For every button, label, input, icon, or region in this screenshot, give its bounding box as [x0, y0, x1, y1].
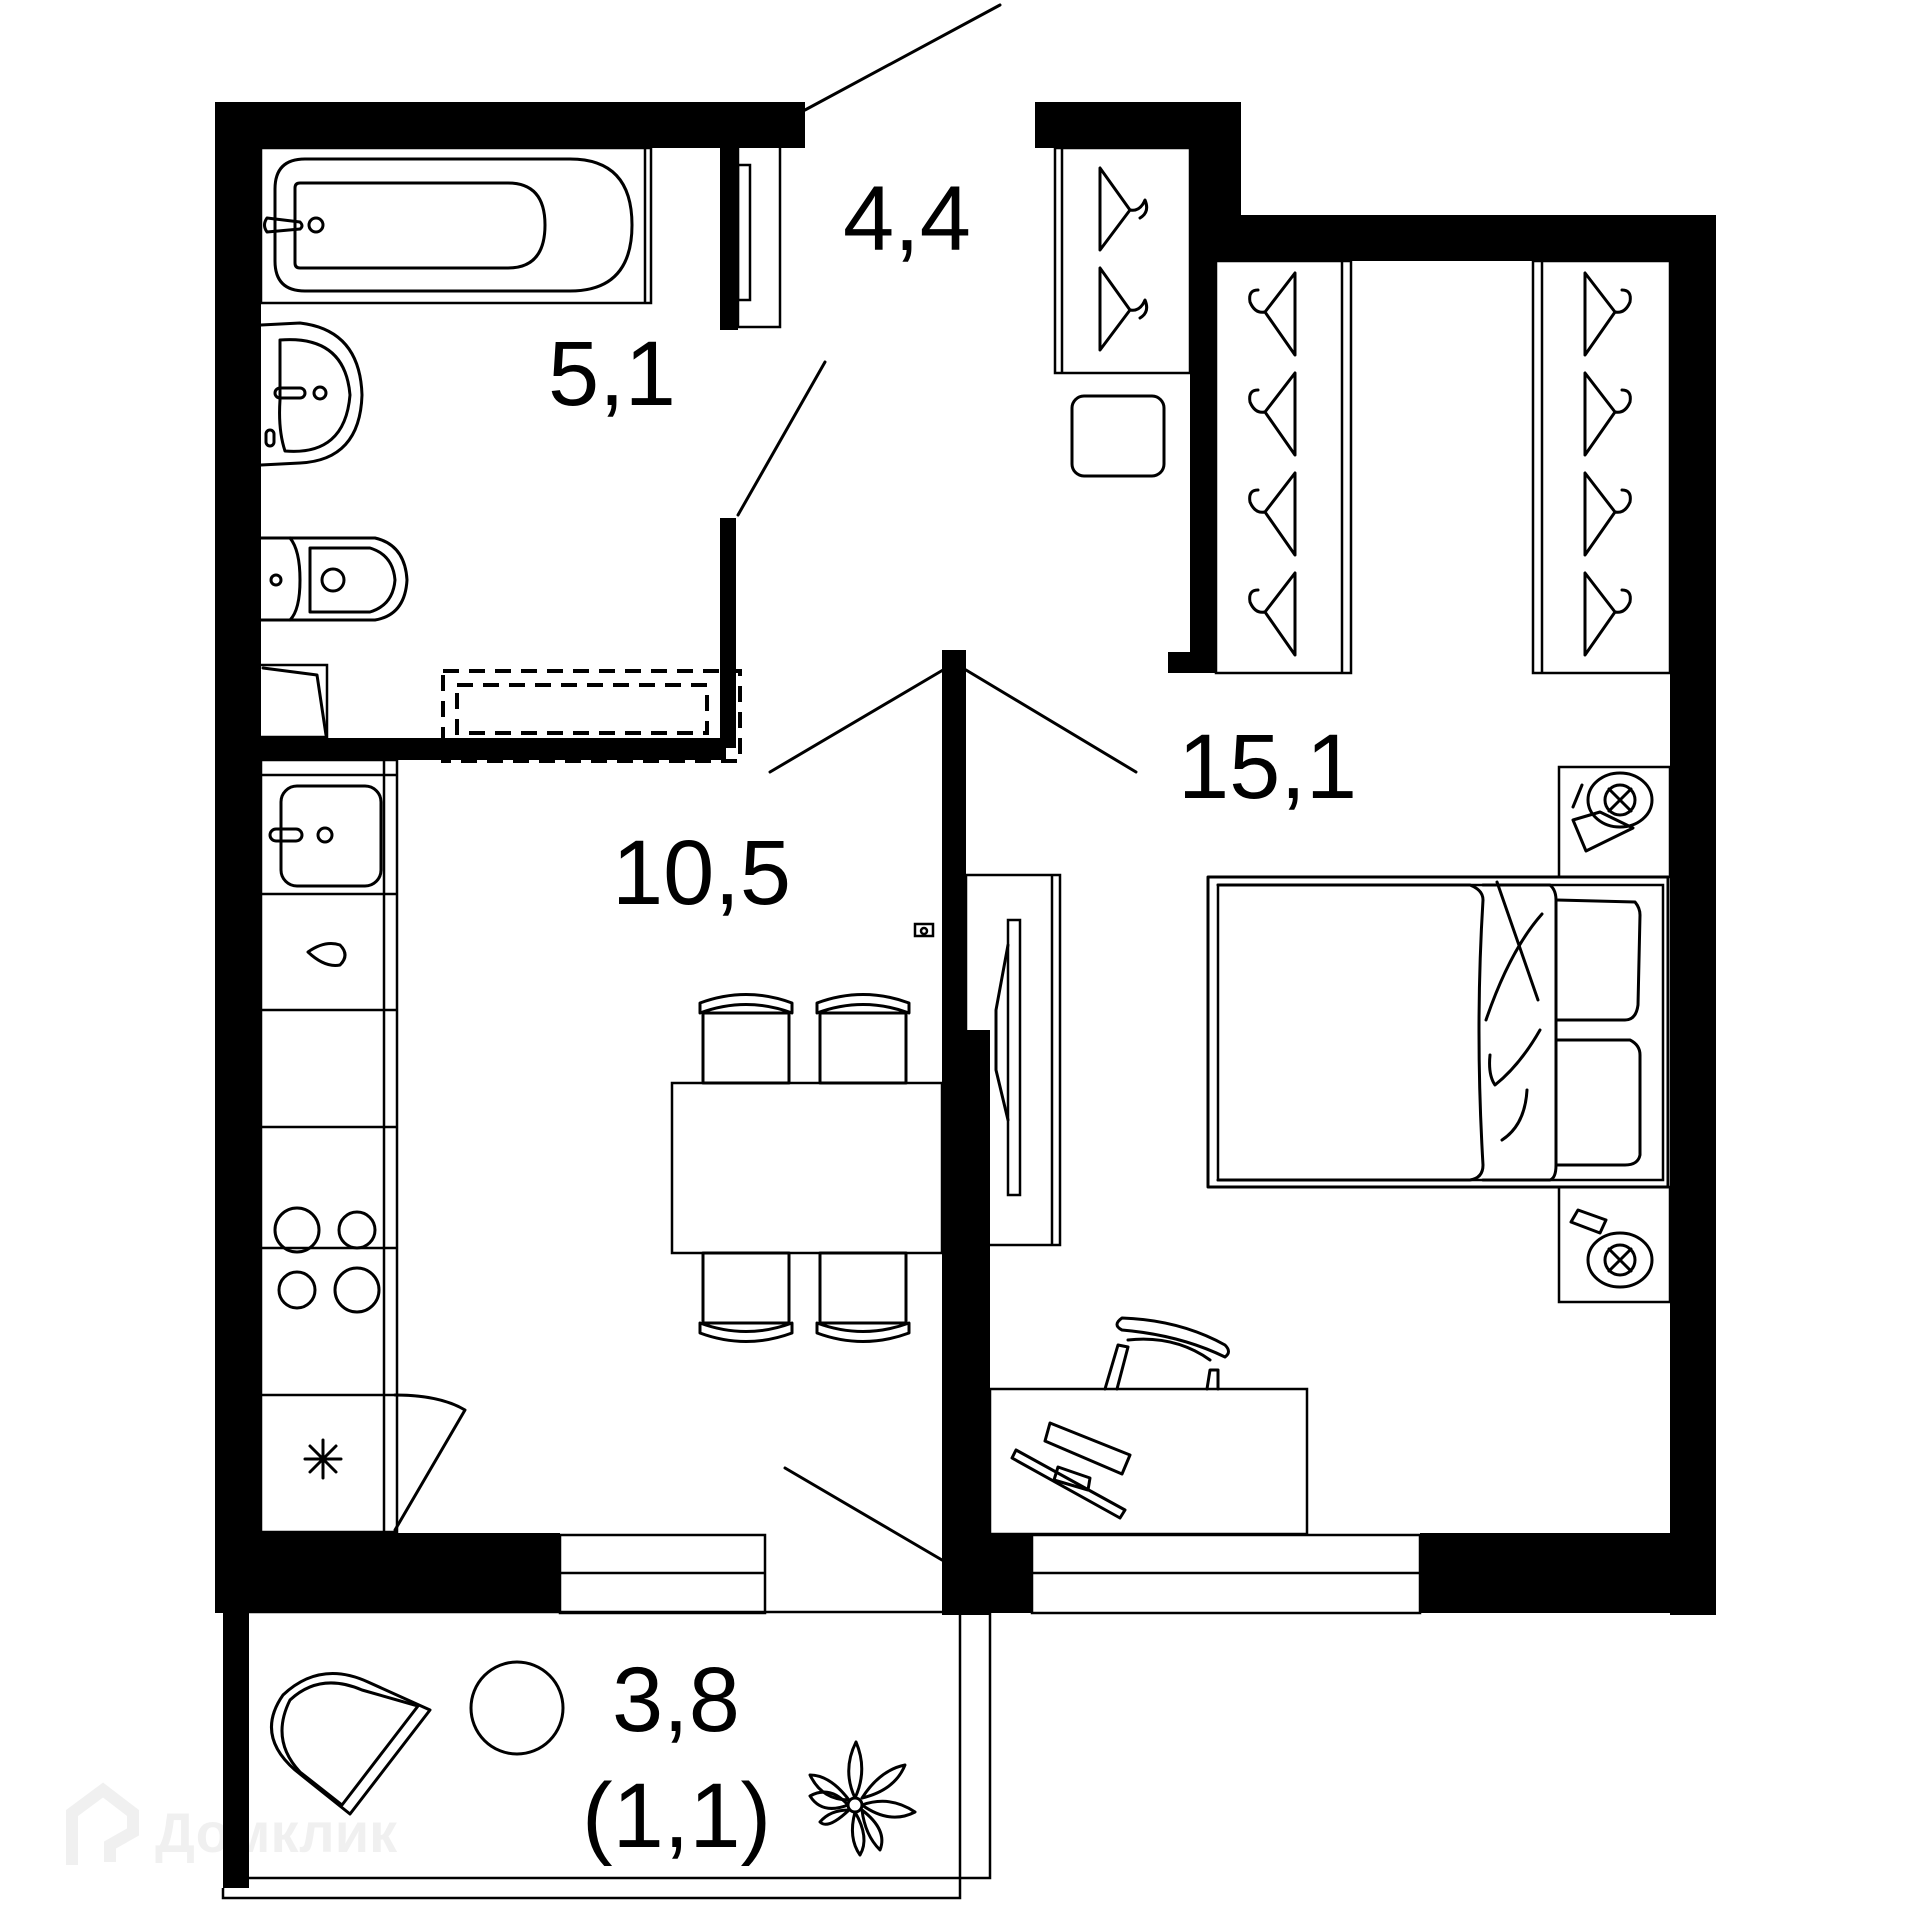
toilet-icon [259, 536, 409, 622]
hanger-icon [1098, 266, 1149, 352]
hanger-icon [1248, 471, 1297, 557]
washbasin-icon [259, 321, 364, 467]
area-labels: 4,4 5,1 10,5 15,1 3,8 (1,1) [548, 168, 1357, 1867]
hanger-icon [1098, 166, 1149, 252]
hanger-icon [1583, 371, 1632, 457]
kitchen [259, 758, 944, 1534]
hanger-icon [1583, 271, 1632, 357]
bedroom [964, 765, 1672, 1536]
nightstand-lamp-icon [1557, 765, 1672, 879]
balcony-reduced-area-label: (1,1) [582, 1765, 771, 1867]
nightstand-lamp-icon [1557, 1185, 1672, 1304]
kitchen-sink-icon [268, 784, 383, 888]
watermark-text: Домклик [155, 1801, 398, 1864]
balcony-area-label: 3,8 [612, 1649, 740, 1751]
chair-icon [698, 1251, 794, 1343]
chair-icon [815, 1251, 911, 1343]
stove-icon [273, 1206, 381, 1314]
hanger-icon [1583, 571, 1632, 657]
walls [215, 102, 1716, 1888]
hanger-icon [1583, 471, 1632, 557]
fridge-snowflake-icon [303, 1438, 343, 1480]
bedroom-area-label: 15,1 [1178, 716, 1357, 818]
house-logo-icon [66, 1782, 139, 1865]
camera-icon [913, 922, 935, 938]
bedroom-wardrobes [1214, 259, 1672, 675]
hallway-area-label: 4,4 [843, 168, 971, 270]
dishwasher-icon [306, 942, 347, 967]
watermark: Домклик [66, 1782, 398, 1865]
hanger-icon [1248, 271, 1297, 357]
dining-table [670, 1081, 944, 1255]
balcony [221, 1610, 992, 1900]
hanger-icon [1248, 371, 1297, 457]
doors [393, 3, 1138, 1562]
desk-chair-icon [1103, 1316, 1230, 1391]
chair-icon [815, 993, 911, 1085]
pouf-icon [1070, 394, 1166, 478]
bathroom-area-label: 5,1 [548, 323, 676, 425]
plant-flower-icon [808, 1740, 917, 1857]
desk-icon [988, 1387, 1309, 1536]
bathtub-icon [273, 157, 634, 293]
round-table-icon [469, 1660, 565, 1756]
kitchen-area-label: 10,5 [612, 822, 791, 924]
hallway-wardrobe [1053, 146, 1192, 478]
lounge-chair-icon [269, 1672, 432, 1816]
bed-icon [1206, 875, 1670, 1189]
bathroom [259, 143, 782, 763]
chair-icon [698, 993, 794, 1085]
hanger-icon [1248, 571, 1297, 657]
